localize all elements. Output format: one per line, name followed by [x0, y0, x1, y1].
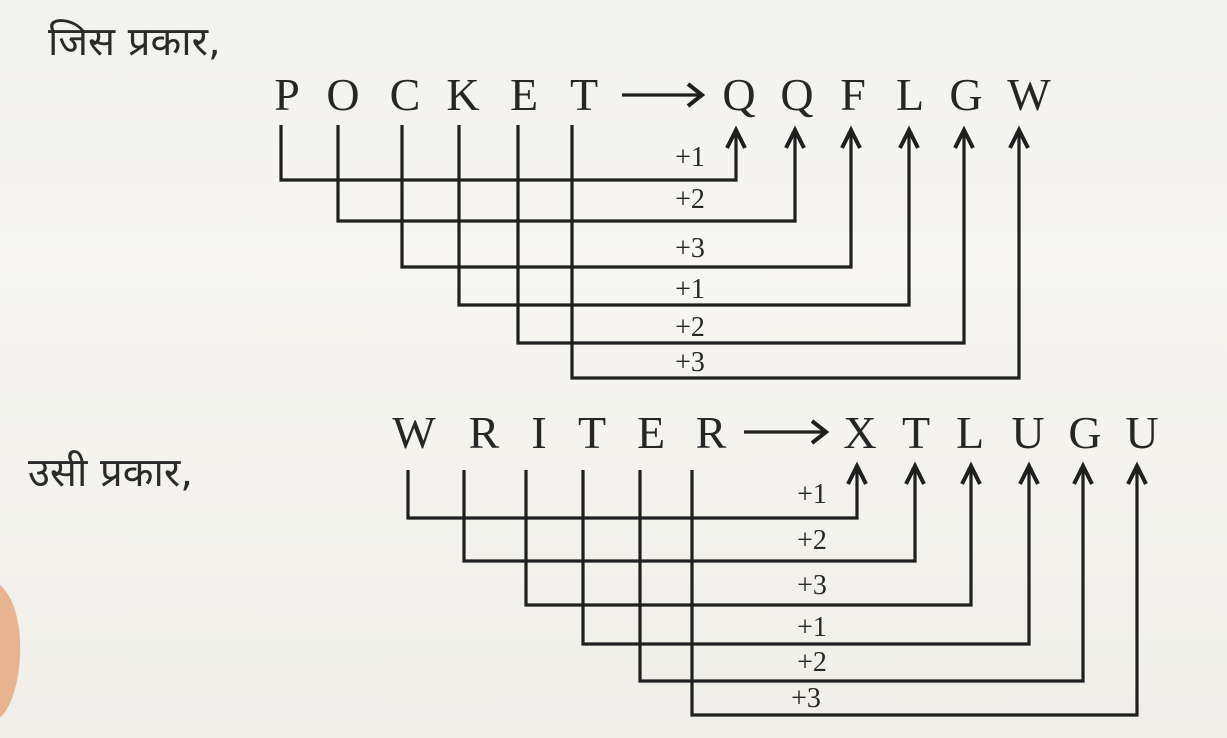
connector-6: +3	[570, 125, 1030, 380]
result-word-qqflgw: Q Q F L G W	[722, 69, 1051, 120]
source-letter: W	[392, 407, 436, 458]
result-letter: U	[1011, 407, 1044, 458]
shift-label: +3	[675, 233, 705, 264]
connector-2: +2	[336, 125, 806, 223]
transform-arrow	[744, 419, 830, 445]
connector-3: +3	[400, 125, 862, 269]
source-letter: I	[531, 407, 546, 458]
result-letter: X	[843, 407, 876, 458]
result-letter: W	[1007, 69, 1051, 120]
source-letter: C	[390, 69, 421, 120]
source-word-pocket: P O C K E T	[274, 69, 598, 120]
connector-1: +1	[406, 461, 868, 520]
connector-4: +1	[581, 461, 1040, 646]
mapping-connectors: +1 +2 +3 +1	[279, 125, 1030, 380]
shift-label: +1	[797, 612, 827, 643]
example-pocket: P O C K E T Q Q F L G W	[274, 69, 1051, 380]
source-letter: P	[274, 69, 300, 120]
source-letter: T	[578, 407, 606, 458]
mapping-connectors: +1 +2 +3 +1	[406, 461, 1148, 717]
caption-same-way: उसी प्रकार,	[28, 450, 193, 496]
connector-5: +2	[516, 125, 975, 345]
shift-label: +2	[797, 647, 827, 678]
result-letter: F	[840, 69, 866, 120]
connector-5: +2	[638, 461, 1094, 683]
shift-label: +1	[675, 274, 705, 305]
result-letter: T	[902, 407, 930, 458]
shift-label: +1	[797, 479, 827, 510]
source-letter: R	[696, 407, 727, 458]
source-letter: T	[570, 69, 598, 120]
result-letter: L	[896, 69, 924, 120]
source-letter: K	[446, 69, 479, 120]
source-letter: E	[510, 69, 538, 120]
thumb-shape	[0, 585, 21, 718]
connector-2: +2	[462, 461, 926, 563]
shift-label: +3	[797, 570, 827, 601]
result-letter: U	[1125, 407, 1158, 458]
shift-label: +3	[791, 683, 821, 714]
result-letter: G	[949, 69, 982, 120]
result-letter: G	[1068, 407, 1101, 458]
result-letter: Q	[780, 69, 813, 120]
connector-3: +3	[524, 461, 982, 607]
shift-label: +2	[797, 525, 827, 556]
source-letter: E	[637, 407, 665, 458]
caption-example-intro: जिस प्रकार,	[48, 19, 221, 65]
source-letter: O	[326, 69, 359, 120]
result-letter: Q	[722, 69, 755, 120]
source-word-writer: W R I T E R	[392, 407, 726, 458]
connector-6: +3	[690, 461, 1148, 717]
result-word-xtlugu: X T L U G U	[843, 407, 1158, 458]
connector-4: +1	[457, 125, 920, 307]
connector-1: +1	[279, 125, 747, 182]
source-letter: R	[469, 407, 500, 458]
result-letter: L	[956, 407, 984, 458]
shift-label: +2	[675, 184, 705, 215]
example-writer: W R I T E R X T L U G U	[392, 407, 1159, 717]
shift-label: +2	[675, 312, 705, 343]
transform-arrow	[622, 82, 706, 108]
shift-label: +3	[675, 347, 705, 378]
shift-label: +1	[675, 142, 705, 173]
